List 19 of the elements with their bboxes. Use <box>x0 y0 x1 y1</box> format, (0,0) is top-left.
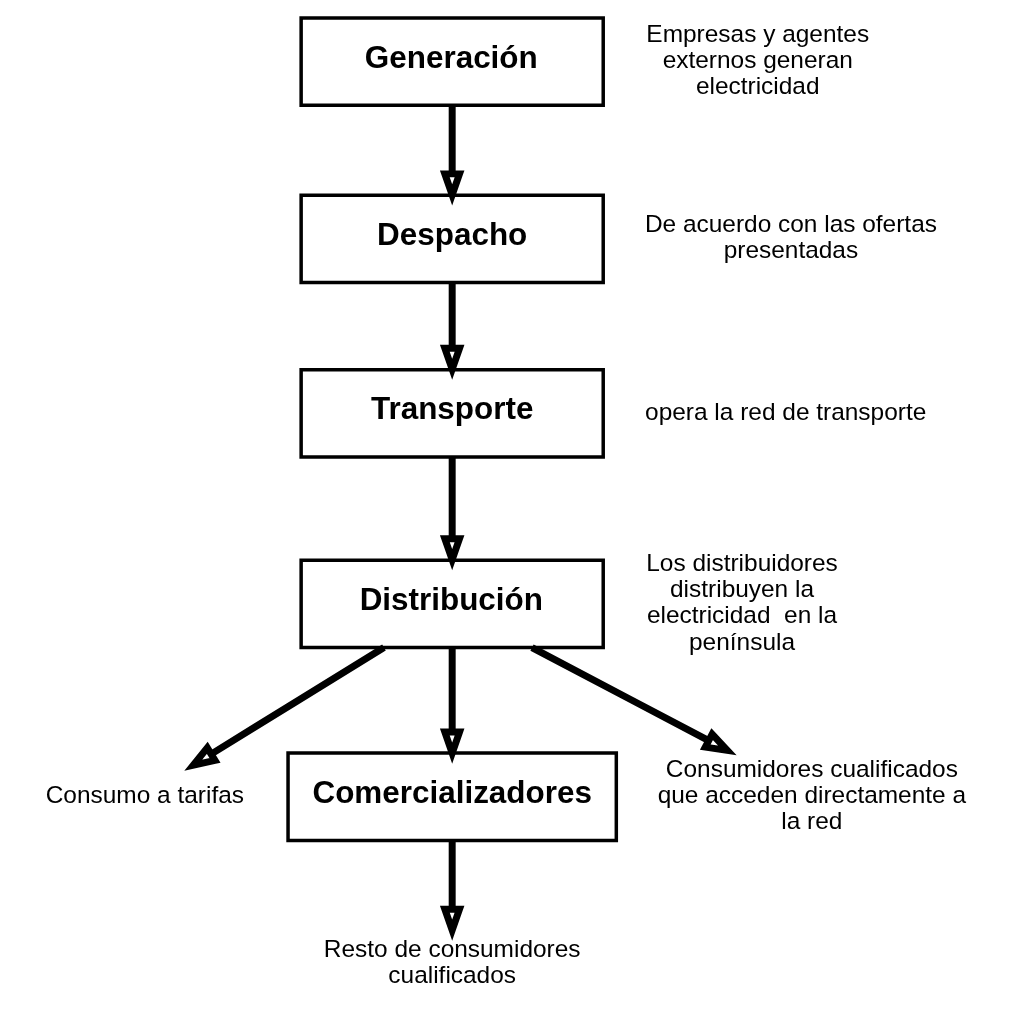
arrow <box>439 282 465 380</box>
node-label: opera la red de transporte <box>645 397 927 425</box>
node-box: Despacho <box>299 193 605 285</box>
node-box: Generación <box>299 16 605 107</box>
arrow <box>439 840 465 941</box>
node-label: De acuerdo con las ofertas presentadas <box>644 210 937 264</box>
node-text: Consumidores cualificados que acceden directamente a la red <box>657 755 967 835</box>
node-box: Distribución <box>299 558 605 650</box>
node-box: Transporte <box>299 368 605 459</box>
node-text: Consumo a tarifas <box>45 781 245 809</box>
arrow <box>439 457 465 571</box>
node-text: Resto de consumidores cualificados <box>323 934 581 989</box>
node-label: Empresas y agentes externos generan electricidad <box>646 19 870 100</box>
arrow <box>439 647 465 764</box>
arrow <box>184 644 386 771</box>
arrow <box>530 644 737 756</box>
node-label: Los distribuidores distribuyen la electricidad en la península <box>646 548 838 655</box>
node-box: Comercializadores <box>286 751 619 843</box>
arrow <box>439 105 465 206</box>
